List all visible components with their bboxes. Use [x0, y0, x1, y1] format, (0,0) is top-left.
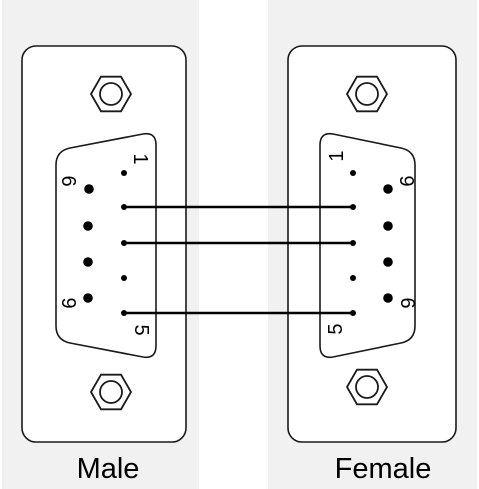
male-bottom-screw-icon: [89, 373, 133, 411]
male-pin-label-1: 1: [129, 153, 151, 164]
female-pin-6: [383, 184, 393, 194]
female-bottom-screw-icon: [345, 368, 389, 406]
male-pin-4: [121, 275, 127, 281]
male-pin-label-5: 5: [130, 324, 152, 335]
male-pin-label-9: 9: [57, 297, 79, 308]
female-pin-label-6: 6: [397, 175, 419, 186]
male-caption: Male: [77, 453, 140, 485]
female-pin-label-9: 9: [398, 297, 420, 308]
female-pin-9: [383, 293, 393, 303]
male-top-screw-icon: [89, 75, 133, 113]
female-pin-7: [383, 221, 393, 231]
female-top-screw-icon: [345, 75, 389, 113]
female-pin-8: [383, 257, 393, 267]
male-pin-label-6: 6: [57, 175, 79, 186]
male-pin-9: [83, 293, 93, 303]
male-pin-6: [84, 184, 94, 194]
female-pin-label-1: 1: [326, 150, 348, 161]
male-pin-8: [83, 257, 93, 267]
male-pin-1: [121, 170, 127, 176]
male-pin-7: [83, 221, 93, 231]
wires: [124, 205, 353, 315]
male-connector: 1 6 9 5: [21, 45, 187, 443]
female-pin-4: [350, 275, 356, 281]
female-caption: Female: [335, 453, 432, 485]
male-connector-shell: [55, 132, 157, 359]
female-pin-label-5: 5: [325, 323, 347, 334]
female-pin-1: [350, 170, 356, 176]
